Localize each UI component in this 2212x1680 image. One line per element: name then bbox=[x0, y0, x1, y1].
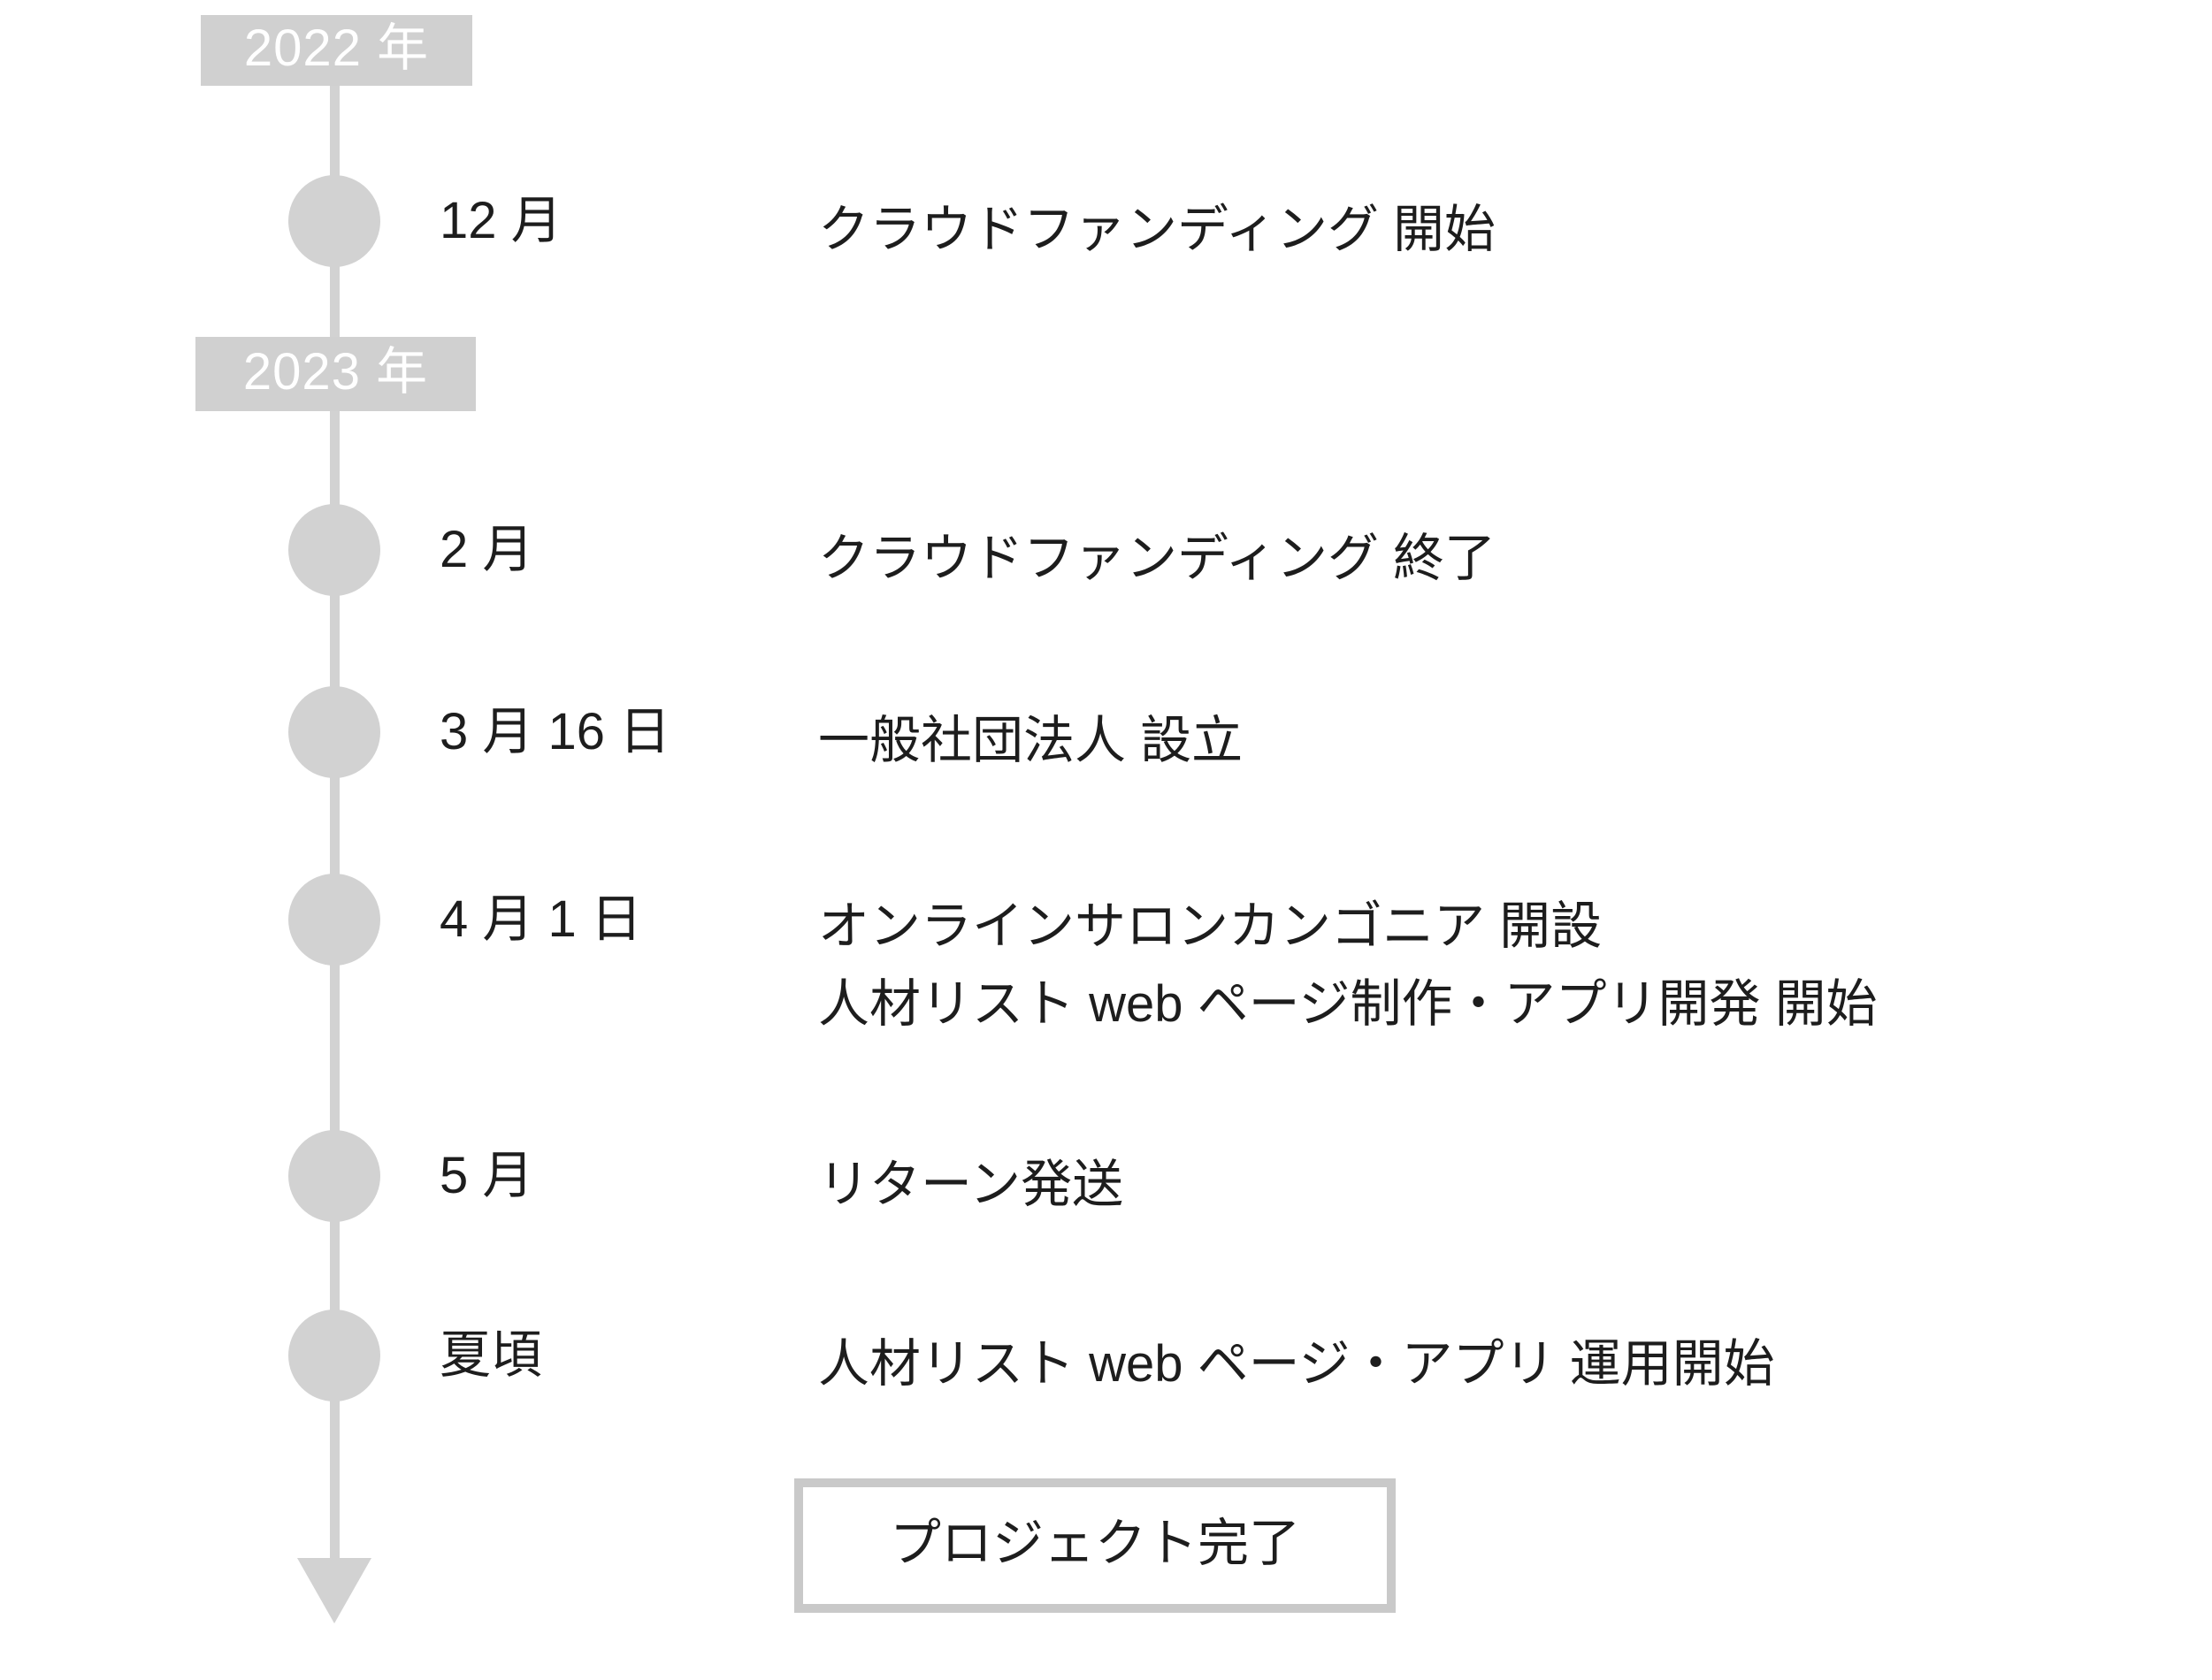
event-description: オンラインサロンカンゴニア 開設 人材リスト web ページ制作・アプリ開発 開… bbox=[818, 888, 1878, 1043]
event-description: クラウドファンディング 終了 bbox=[818, 520, 1496, 598]
timeline-node-dot bbox=[288, 874, 380, 966]
event-date-label: 12 月 bbox=[440, 192, 563, 249]
year-badge-2023-label: 2023 年 bbox=[242, 343, 429, 401]
event-description-line: オンラインサロンカンゴニア 開設 bbox=[818, 897, 1603, 955]
year-badge-2023: 2023 年 bbox=[195, 337, 476, 411]
event-date-label: 夏頃 bbox=[440, 1326, 543, 1384]
year-badge-2022: 2022 年 bbox=[201, 15, 472, 86]
event-description-line: 人材リスト web ページ制作・アプリ開発 開始 bbox=[818, 975, 1878, 1034]
timeline-spine-line bbox=[330, 50, 340, 1563]
timeline-node-dot bbox=[288, 1310, 380, 1401]
event-description: 人材リスト web ページ・アプリ 運用開始 bbox=[818, 1325, 1775, 1403]
event-date-label: 2 月 bbox=[440, 521, 534, 578]
project-complete-box: プロジェクト完了 bbox=[794, 1478, 1396, 1613]
event-description: リターン発送 bbox=[818, 1146, 1123, 1224]
event-date-label: 5 月 bbox=[440, 1147, 534, 1204]
event-description-line: リターン発送 bbox=[818, 1156, 1124, 1213]
year-badge-2022-label: 2022 年 bbox=[243, 19, 430, 77]
event-description-line: クラウドファンディング 開始 bbox=[818, 201, 1496, 258]
timeline-node-dot bbox=[288, 504, 380, 596]
event-description-line: クラウドファンディング 終了 bbox=[818, 530, 1496, 587]
timeline-node-dot bbox=[288, 175, 380, 267]
project-complete-label: プロジェクト完了 bbox=[889, 1515, 1300, 1572]
event-description: 一般社団法人 設立 bbox=[818, 702, 1243, 780]
event-date-label: 3 月 16 日 bbox=[440, 703, 671, 760]
event-description-line: 一般社団法人 設立 bbox=[818, 712, 1244, 769]
timeline-arrow-icon bbox=[297, 1558, 371, 1623]
timeline-node-dot bbox=[288, 686, 380, 778]
timeline-node-dot bbox=[288, 1130, 380, 1222]
event-description-line: 人材リスト web ページ・アプリ 運用開始 bbox=[818, 1335, 1775, 1393]
event-date-label: 4 月 1 日 bbox=[440, 890, 642, 948]
event-description: クラウドファンディング 開始 bbox=[818, 191, 1496, 269]
